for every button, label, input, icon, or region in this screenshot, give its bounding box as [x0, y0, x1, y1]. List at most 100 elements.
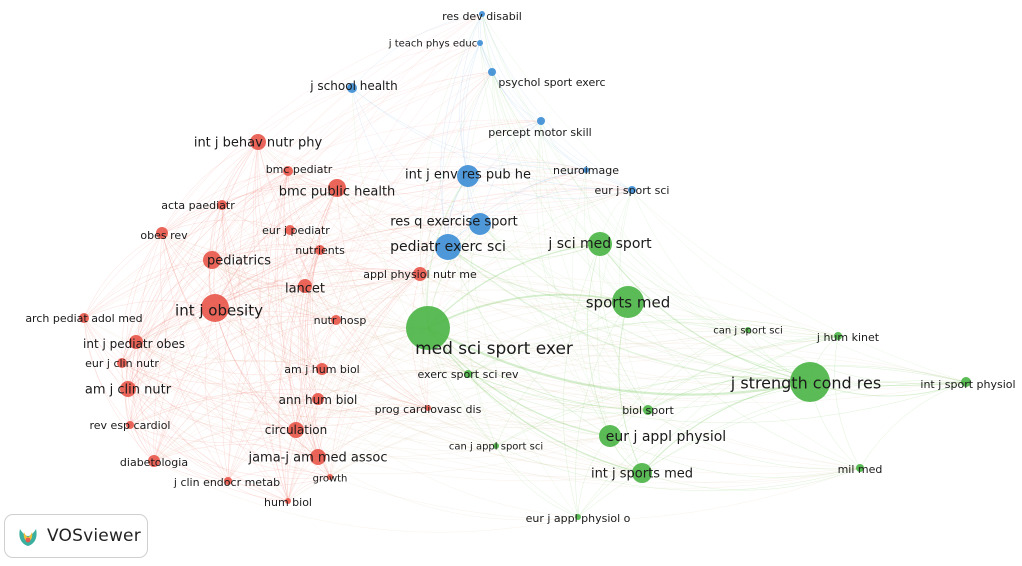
- label-neuroimage[interactable]: neuroimage: [553, 164, 619, 177]
- label-j-sci-med-sport[interactable]: j sci med sport: [547, 236, 652, 252]
- node-neuroimage[interactable]: [583, 167, 589, 173]
- label-rev-esp-cardiol[interactable]: rev esp cardiol: [90, 419, 171, 432]
- label-growth[interactable]: growth: [313, 474, 348, 485]
- label-arch-pediat-adol-med[interactable]: arch pediat adol med: [25, 312, 142, 325]
- node-jama-j-am-med-assoc[interactable]: [310, 449, 326, 465]
- node-lancet[interactable]: [298, 279, 312, 293]
- label-prog-cardiovasc-dis[interactable]: prog cardiovasc dis: [375, 403, 482, 416]
- label-bmc-public-health[interactable]: bmc public health: [279, 185, 396, 200]
- label-eur-j-appl-physiol-o[interactable]: eur j appl physiol o: [526, 512, 631, 525]
- node-am-j-clin-nutr[interactable]: [120, 381, 136, 397]
- label-am-j-hum-biol[interactable]: am j hum biol: [284, 363, 360, 376]
- node-nutr-hosp[interactable]: [331, 315, 341, 325]
- node-j-hum-kinet[interactable]: [834, 332, 842, 340]
- label-int-j-env-res-pub-he[interactable]: int j env res pub he: [405, 168, 531, 183]
- label-j-strength-cond-res[interactable]: j strength cond res: [730, 374, 881, 393]
- label-eur-j-pediatr[interactable]: eur j pediatr: [262, 224, 330, 237]
- node-exerc-sport-sci-rev[interactable]: [464, 370, 472, 378]
- label-j-school-health[interactable]: j school health: [309, 79, 397, 93]
- label-can-j-sport-sci[interactable]: can j sport sci: [713, 326, 782, 337]
- node-psychol-sport-exerc[interactable]: [488, 68, 496, 76]
- label-res-q-exercise-sport[interactable]: res q exercise sport: [390, 215, 518, 230]
- label-med-sci-sport-exer[interactable]: med sci sport exer: [415, 339, 573, 359]
- label-pediatr-exerc-sci[interactable]: pediatr exerc sci: [390, 239, 506, 255]
- node-eur-j-appl-physiol-o[interactable]: [575, 514, 581, 520]
- node-j-school-health[interactable]: [347, 83, 357, 93]
- label-mil-med[interactable]: mil med: [838, 463, 883, 476]
- label-eur-j-sport-sci[interactable]: eur j sport sci: [595, 184, 670, 197]
- node-j-strength-cond-res[interactable]: [790, 362, 830, 402]
- node-appl-physiol-nutr-me[interactable]: [413, 267, 427, 281]
- label-am-j-clin-nutr[interactable]: am j clin nutr: [85, 383, 172, 398]
- label-eur-j-clin-nutr[interactable]: eur j clin nutr: [85, 357, 159, 370]
- label-int-j-pediatr-obes[interactable]: int j pediatr obes: [83, 337, 185, 351]
- node-circulation[interactable]: [288, 422, 304, 438]
- node-percept-motor-skill[interactable]: [537, 117, 545, 125]
- node-obes-rev[interactable]: [156, 227, 168, 239]
- node-int-j-sport-physiol[interactable]: [961, 377, 971, 387]
- vosviewer-logo[interactable]: VOSviewer: [4, 514, 148, 558]
- node-med-sci-sport-exer[interactable]: [406, 306, 450, 350]
- node-eur-j-clin-nutr[interactable]: [117, 358, 127, 368]
- node-eur-j-sport-sci[interactable]: [628, 186, 636, 194]
- label-percept-motor-skill[interactable]: percept motor skill: [488, 126, 591, 139]
- node-res-dev-disabil[interactable]: [479, 11, 485, 17]
- node-pediatrics[interactable]: [203, 251, 221, 269]
- label-appl-physiol-nutr-me[interactable]: appl physiol nutr me: [363, 268, 477, 281]
- node-j-clin-endocr-metab[interactable]: [224, 477, 232, 485]
- label-int-j-sport-physiol[interactable]: int j sport physiol: [920, 378, 1015, 391]
- node-pediatr-exerc-sci[interactable]: [435, 234, 461, 260]
- node-ann-hum-biol[interactable]: [312, 393, 324, 405]
- node-growth[interactable]: [327, 474, 333, 480]
- label-biol-sport[interactable]: biol sport: [622, 404, 674, 417]
- label-j-hum-kinet[interactable]: j hum kinet: [816, 331, 880, 344]
- node-res-q-exercise-sport[interactable]: [469, 213, 491, 235]
- label-can-j-appl-sport-sci[interactable]: can j appl sport sci: [449, 442, 543, 453]
- node-nutrients[interactable]: [315, 245, 325, 255]
- label-circulation[interactable]: circulation: [265, 423, 327, 437]
- node-int-j-sports-med[interactable]: [632, 463, 652, 483]
- node-arch-pediat-adol-med[interactable]: [79, 313, 89, 323]
- label-int-j-behav-nutr-phy[interactable]: int j behav nutr phy: [194, 136, 323, 151]
- node-j-teach-phys-educ[interactable]: [477, 40, 483, 46]
- node-eur-j-pediatr[interactable]: [285, 225, 295, 235]
- node-bmc-public-health[interactable]: [328, 179, 346, 197]
- label-int-j-sports-med[interactable]: int j sports med: [591, 467, 693, 482]
- label-psychol-sport-exerc[interactable]: psychol sport exerc: [498, 76, 605, 89]
- node-int-j-behav-nutr-phy[interactable]: [250, 134, 266, 150]
- node-acta-paediatr[interactable]: [217, 200, 227, 210]
- label-int-j-obesity[interactable]: int j obesity: [175, 301, 263, 319]
- node-prog-cardiovasc-dis[interactable]: [425, 405, 431, 411]
- label-diabetologia[interactable]: diabetologia: [120, 456, 188, 469]
- label-bmc-pediatr[interactable]: bmc pediatr: [266, 163, 333, 176]
- label-hum-biol[interactable]: hum biol: [264, 496, 312, 509]
- label-sports-med[interactable]: sports med: [586, 293, 671, 311]
- label-pediatrics[interactable]: pediatrics: [207, 254, 271, 269]
- node-int-j-obesity[interactable]: [201, 294, 229, 322]
- label-exerc-sport-sci-rev[interactable]: exerc sport sci rev: [417, 368, 518, 381]
- node-hum-biol[interactable]: [285, 498, 291, 504]
- label-j-clin-endocr-metab[interactable]: j clin endocr metab: [173, 476, 280, 489]
- label-res-dev-disabil[interactable]: res dev disabil: [442, 10, 522, 23]
- node-sports-med[interactable]: [612, 286, 644, 318]
- label-j-teach-phys-educ[interactable]: j teach phys educ: [388, 39, 478, 50]
- node-am-j-hum-biol[interactable]: [316, 363, 328, 375]
- node-can-j-sport-sci[interactable]: [745, 327, 751, 333]
- node-biol-sport[interactable]: [643, 405, 653, 415]
- label-nutrients[interactable]: nutrients: [295, 244, 345, 257]
- label-obes-rev[interactable]: obes rev: [140, 229, 188, 242]
- node-can-j-appl-sport-sci[interactable]: [493, 443, 499, 449]
- node-mil-med[interactable]: [856, 464, 864, 472]
- node-j-sci-med-sport[interactable]: [588, 232, 612, 256]
- node-rev-esp-cardiol[interactable]: [126, 421, 134, 429]
- node-diabetologia[interactable]: [148, 455, 160, 467]
- label-ann-hum-biol[interactable]: ann hum biol: [279, 393, 358, 407]
- node-int-j-env-res-pub-he[interactable]: [457, 165, 479, 187]
- node-int-j-pediatr-obes[interactable]: [129, 335, 143, 349]
- label-nutr-hosp[interactable]: nutr hosp: [314, 314, 367, 327]
- node-bmc-pediatr[interactable]: [283, 166, 293, 176]
- node-eur-j-appl-physiol[interactable]: [599, 425, 621, 447]
- label-jama-j-am-med-assoc[interactable]: jama-j am med assoc: [247, 451, 387, 466]
- label-lancet[interactable]: lancet: [285, 282, 325, 297]
